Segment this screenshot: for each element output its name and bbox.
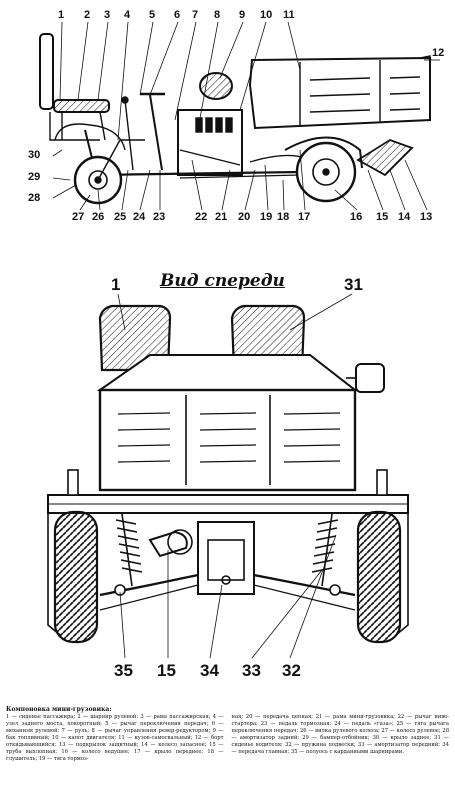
callout-front-32: 32 xyxy=(282,661,301,680)
callout-24: 24 xyxy=(133,211,146,223)
technical-drawing xyxy=(39,21,440,659)
callout-front-33: 33 xyxy=(242,661,261,680)
callout-14: 14 xyxy=(398,211,411,223)
callout-7: 7 xyxy=(192,9,199,21)
callout-28: 28 xyxy=(28,192,41,204)
callout-10: 10 xyxy=(260,9,273,21)
callout-18: 18 xyxy=(277,211,290,223)
callout-21: 21 xyxy=(215,211,228,223)
callout-front-34: 34 xyxy=(200,661,219,680)
callout-19: 19 xyxy=(260,211,273,223)
callout-20: 20 xyxy=(238,211,251,223)
front-view-title: Вид спереди xyxy=(160,271,285,291)
callout-2: 2 xyxy=(84,9,91,21)
callout-12: 12 xyxy=(432,47,445,59)
callout-15: 15 xyxy=(376,211,389,223)
callout-5: 5 xyxy=(149,9,156,21)
callout-25: 25 xyxy=(114,211,127,223)
callout-front-35: 35 xyxy=(114,661,133,680)
front-view-drawing xyxy=(47,304,409,644)
callout-6: 6 xyxy=(174,9,181,21)
front-view-leaders xyxy=(117,293,353,659)
callout-23: 23 xyxy=(153,211,166,223)
callout-1: 1 xyxy=(58,9,65,21)
callout-front-15: 15 xyxy=(157,661,176,680)
callout-8: 8 xyxy=(214,9,221,21)
callout-front-31: 31 xyxy=(344,275,363,294)
callout-front-1: 1 xyxy=(111,275,121,294)
callout-17: 17 xyxy=(298,211,311,223)
caption-title: Компоновка мини-грузовика: xyxy=(6,706,112,713)
callout-16: 16 xyxy=(350,211,363,223)
caption-column-left: 1 — сиденье пассажира; 2 — шарнир рулево… xyxy=(6,714,224,762)
figure-caption: Компоновка мини-грузовика: 1 — сиденье п… xyxy=(6,706,449,788)
callout-13: 13 xyxy=(420,211,433,223)
callout-3: 3 xyxy=(104,9,111,21)
callout-22: 22 xyxy=(195,211,208,223)
callout-29: 29 xyxy=(28,171,41,183)
side-view-drawing xyxy=(39,33,431,205)
callout-4: 4 xyxy=(124,9,131,21)
callout-30: 30 xyxy=(28,149,41,161)
caption-column-right: ная; 20 — передача цепная; 21 — рама мин… xyxy=(231,714,450,755)
callout-27: 27 xyxy=(72,211,85,223)
callout-9: 9 xyxy=(239,9,246,21)
callout-11: 11 xyxy=(283,9,295,21)
side-view-leaders xyxy=(52,21,440,211)
callout-26: 26 xyxy=(92,211,105,223)
